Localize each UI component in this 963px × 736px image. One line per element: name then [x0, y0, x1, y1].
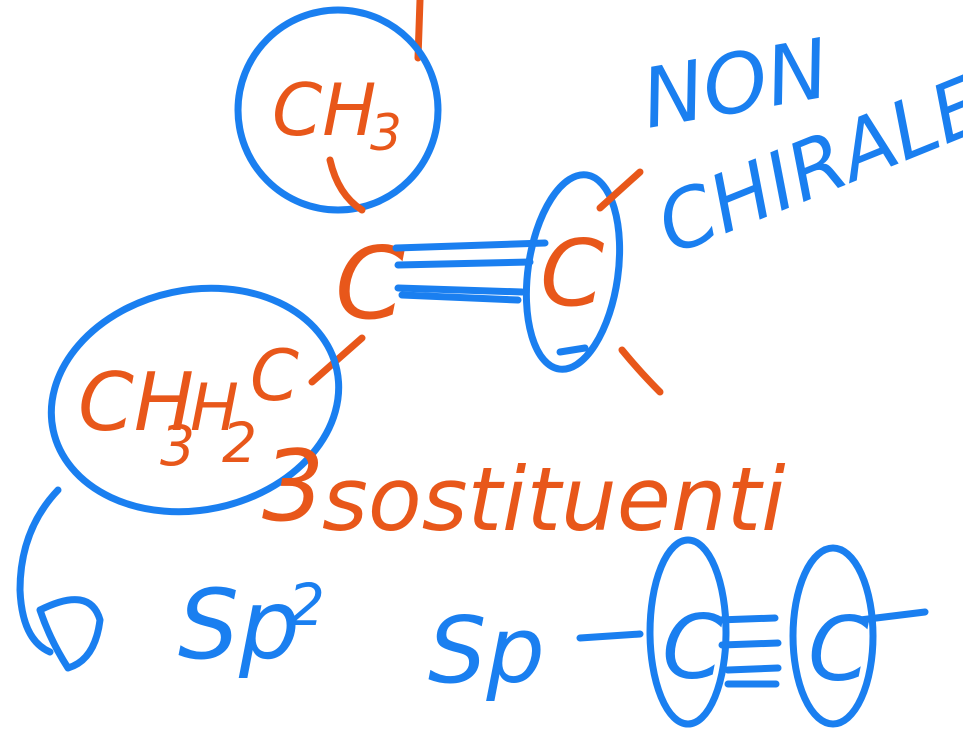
- ethyl-ch-subscript: 3: [160, 414, 195, 478]
- triple-left-ellipse: [646, 536, 730, 728]
- substituents-word: sostituenti: [322, 448, 786, 551]
- methyl-bond-stroke: [326, 156, 366, 214]
- right-carbon-inner-mark: [556, 344, 589, 356]
- carbon-right-ellipse: [522, 171, 624, 373]
- triple-bond-line-4: [398, 291, 522, 304]
- ethyl-h-subscript: 2: [222, 411, 257, 475]
- carbon-left-label: C: [335, 225, 405, 342]
- sp2-label: Sp: [178, 569, 300, 681]
- substituents-count: 3: [262, 430, 324, 544]
- triple-bottom-line-2: [718, 639, 782, 649]
- sp-label: Sp: [428, 597, 545, 704]
- triple-bottom-line-1: [714, 614, 779, 624]
- triple-right-bond: [856, 608, 929, 624]
- ethyl-circle: [47, 284, 343, 516]
- triple-left-bond: [576, 630, 644, 642]
- triple-right-c: C: [808, 598, 870, 701]
- triple-bond-line-1: [392, 239, 549, 252]
- sp2-exponent: 2: [288, 571, 325, 639]
- right-carbon-top-bond: [596, 168, 644, 212]
- methyl-label: CH: [272, 68, 376, 152]
- triple-bond-line-3: [394, 284, 526, 296]
- carbon-right-label: C: [540, 220, 604, 327]
- triple-left-c: C: [662, 596, 724, 699]
- methyl-subscript: 3: [370, 104, 402, 162]
- ethyl-ch-label: CH: [78, 356, 194, 449]
- methyl-circle: [234, 6, 442, 214]
- arrow-curve: [16, 486, 62, 656]
- ethyl-c-label: C: [250, 335, 299, 417]
- triple-right-ellipse: [789, 544, 877, 728]
- right-carbon-bottom-bond: [618, 346, 664, 396]
- triple-bond-line-2: [394, 258, 534, 269]
- arrow-head: [36, 596, 104, 672]
- ethyl-h-label: H: [190, 371, 239, 446]
- triple-bottom-line-3: [724, 664, 782, 674]
